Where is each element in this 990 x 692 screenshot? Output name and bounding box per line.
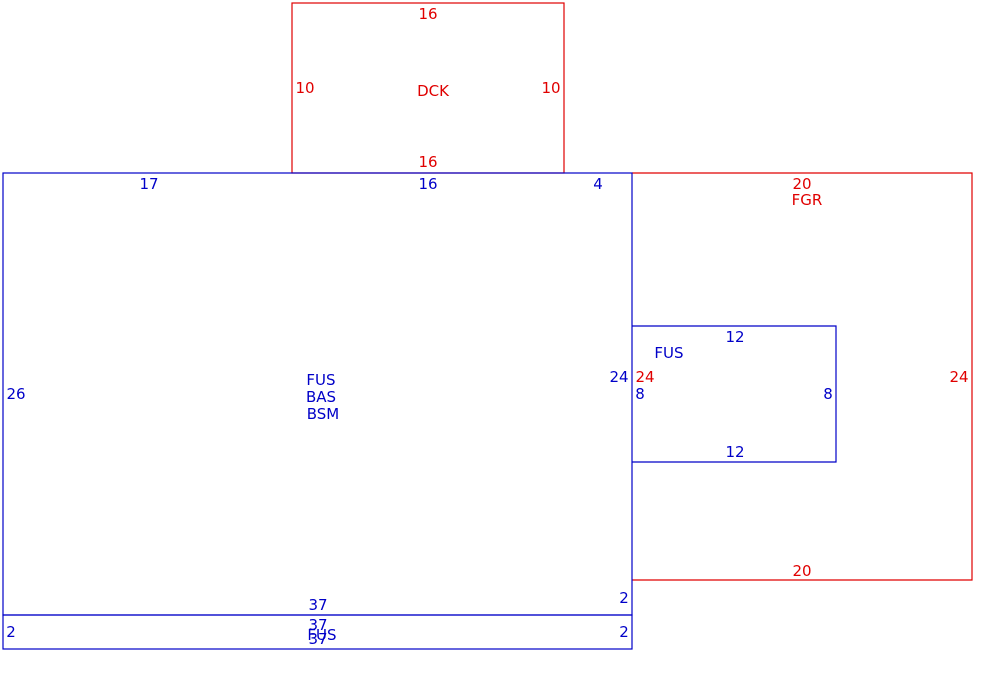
strip-bottom-dimension: 37 [308, 630, 327, 648]
main-code-fus: FUS [306, 371, 335, 389]
bump-code: FUS [654, 344, 683, 362]
garage-bottom-dimension: 20 [792, 562, 811, 580]
bump-section: 12 FUS 8 8 12 [632, 325, 837, 463]
garage-right-dimension: 24 [949, 368, 968, 386]
main-section: 17 16 4 26 24 FUS BAS BSM 37 2 [2, 172, 633, 616]
strip-code: FUS [307, 626, 336, 644]
deck-left-dimension: 10 [295, 79, 314, 97]
bump-top-dimension: 12 [725, 328, 744, 346]
strip-outline [2, 614, 633, 650]
main-right-dimension: 24 [609, 368, 628, 386]
garage-section: 20 FGR 24 24 20 [632, 172, 973, 581]
deck-section: 16 10 10 DCK 16 [291, 2, 565, 174]
garage-outline [632, 172, 973, 581]
strip-left-dimension: 2 [6, 623, 16, 641]
main-top-left-dimension: 17 [139, 175, 158, 193]
main-code-bsm: BSM [307, 405, 340, 423]
deck-bottom-dimension: 16 [418, 153, 437, 171]
strip-right-dimension: 2 [619, 623, 629, 641]
deck-code: DCK [417, 82, 450, 100]
deck-top-dimension: 16 [418, 5, 437, 23]
garage-top-dimension: 20 [792, 175, 811, 193]
strip-top-dimension: 37 [308, 616, 327, 634]
bump-outline [632, 325, 837, 463]
main-bottom-right-dimension: 2 [619, 589, 629, 607]
main-top-right-dimension: 4 [593, 175, 603, 193]
garage-code: FGR [792, 191, 823, 209]
main-bottom-dimension: 37 [308, 596, 327, 614]
main-left-dimension: 26 [6, 385, 25, 403]
bump-left-dimension: 8 [635, 385, 645, 403]
garage-left-dimension: 24 [635, 368, 654, 386]
bump-right-dimension: 8 [823, 385, 833, 403]
deck-right-dimension: 10 [541, 79, 560, 97]
bump-bottom-dimension: 12 [725, 443, 744, 461]
strip-section: 37 FUS 37 2 2 [2, 614, 633, 650]
main-code-bas: BAS [306, 388, 336, 406]
main-top-mid-dimension: 16 [418, 175, 437, 193]
